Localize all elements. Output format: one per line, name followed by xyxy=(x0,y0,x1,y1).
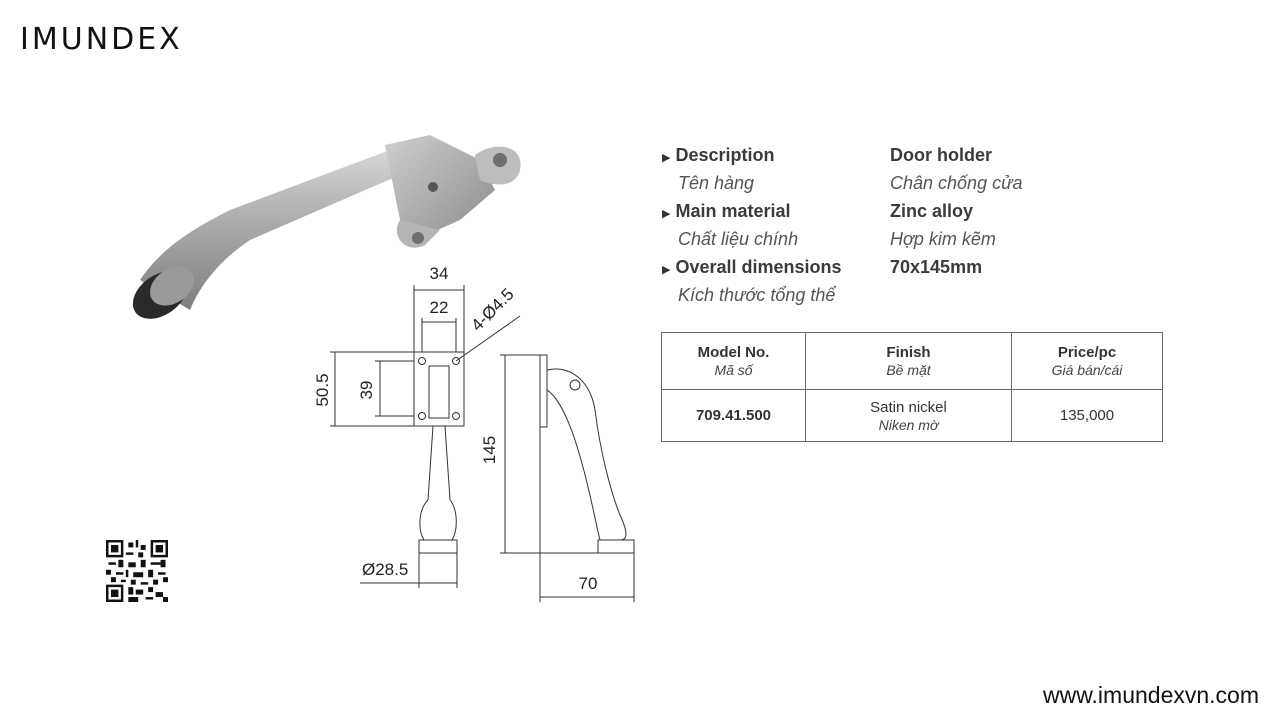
qr-code[interactable] xyxy=(106,540,168,602)
spec-value: 70x145mm xyxy=(890,257,983,277)
spec-list: ▶ Description Door holder Tên hàng Chân c… xyxy=(662,142,1182,310)
cell-price: 135,000 xyxy=(1011,389,1163,442)
spec-value: Zinc alloy xyxy=(890,201,974,221)
triangle-right-icon: ▶ xyxy=(662,152,671,164)
brand-logo: IMUNDEX xyxy=(20,22,183,57)
spec-label-vi: Kích thước tổng thể xyxy=(678,285,836,305)
spec-label: Overall dimensions xyxy=(675,257,842,277)
dim-foot-diameter: Ø28.5 xyxy=(362,560,408,579)
spec-row-description-vi: Tên hàng Chân chống cửa xyxy=(662,170,1182,198)
spec-row-dimensions-vi: Kích thước tổng thể xyxy=(662,282,1182,310)
dim-width-outer: 34 xyxy=(430,264,449,283)
column-header-model: Model No.Mã số xyxy=(661,332,806,390)
dim-projection: 70 xyxy=(579,574,598,593)
spec-value-vi: Chân chống cửa xyxy=(890,173,1023,193)
dim-height-outer: 50.5 xyxy=(313,373,332,406)
spec-label-vi: Tên hàng xyxy=(678,173,755,193)
spec-label: Description xyxy=(675,145,775,165)
product-image xyxy=(132,135,521,319)
dim-height-inner: 39 xyxy=(357,381,376,400)
dim-width-inner: 22 xyxy=(430,298,449,317)
triangle-right-icon: ▶ xyxy=(662,208,671,220)
spec-label: Main material xyxy=(675,201,791,221)
dim-total-height: 145 xyxy=(480,436,499,464)
technical-drawing: 34 22 4-Ø4.5 50.5 39 145 Ø28.5 70 xyxy=(313,264,635,602)
website-link[interactable]: www.imundexvn.com xyxy=(1042,682,1259,708)
dim-holes: 4-Ø4.5 xyxy=(467,285,517,335)
spec-label-vi: Chất liệu chính xyxy=(678,229,799,249)
spec-row-dimensions: ▶ Overall dimensions 70x145mm xyxy=(662,254,1182,282)
spec-value: Door holder xyxy=(890,145,992,165)
cell-model: 709.41.500 xyxy=(661,389,806,442)
spec-row-material: ▶ Main material Zinc alloy xyxy=(662,198,1182,226)
spec-row-description: ▶ Description Door holder xyxy=(662,142,1182,170)
spec-row-material-vi: Chất liệu chính Hợp kim kẽm xyxy=(662,226,1182,254)
spec-value-vi: Hợp kim kẽm xyxy=(890,229,996,249)
triangle-right-icon: ▶ xyxy=(662,264,671,276)
